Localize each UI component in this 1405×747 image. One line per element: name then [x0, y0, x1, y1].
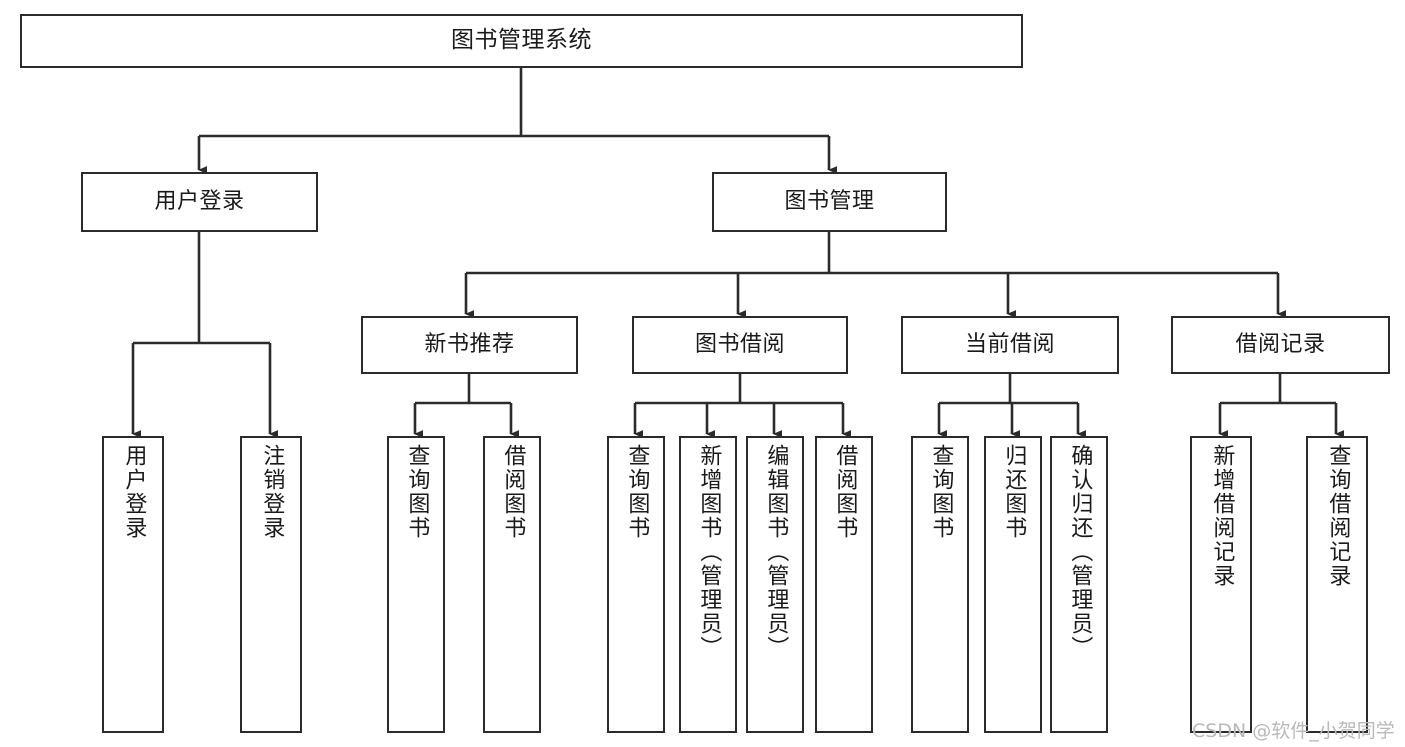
node-borrow-record[interactable]: 借阅记录 [1171, 316, 1390, 374]
node-leaf-return-book[interactable]: 归还图书 [984, 436, 1042, 733]
node-label: 图书管理 [784, 188, 875, 214]
node-leaf-query-book-2[interactable]: 查询图书 [607, 436, 665, 733]
node-leaf-borrow-book-2[interactable]: 借阅图书 [815, 436, 873, 733]
node-leaf-borrow-book-1[interactable]: 借阅图书 [483, 436, 541, 733]
node-leaf-query-book-3[interactable]: 查询图书 [911, 436, 969, 733]
node-label: 图书借阅 [694, 331, 785, 357]
node-label: 用户登录 [154, 188, 245, 214]
node-current-borrow[interactable]: 当前借阅 [901, 316, 1119, 374]
node-label: 用户登录 [121, 444, 147, 540]
node-label: 确认归还（管理员） [1067, 444, 1093, 660]
node-label: 查询图书 [624, 444, 650, 540]
node-label: 编辑图书（管理员） [763, 444, 789, 660]
node-new-book-rec[interactable]: 新书推荐 [361, 316, 578, 374]
node-leaf-add-book[interactable]: 新增图书（管理员） [679, 436, 737, 733]
node-label: 图书管理系统 [451, 27, 592, 54]
node-label: 借阅图书 [832, 444, 858, 540]
node-leaf-query-record[interactable]: 查询借阅记录 [1306, 436, 1368, 733]
node-label: 查询图书 [404, 444, 430, 540]
node-label: 借阅记录 [1235, 331, 1326, 357]
node-leaf-user-login[interactable]: 用户登录 [102, 436, 164, 733]
node-leaf-add-record[interactable]: 新增借阅记录 [1190, 436, 1252, 733]
node-leaf-query-book-1[interactable]: 查询图书 [387, 436, 445, 733]
node-label: 查询图书 [928, 444, 954, 540]
edges-group [131, 68, 1344, 438]
node-label: 借阅图书 [500, 444, 526, 540]
node-user-login[interactable]: 用户登录 [81, 172, 318, 232]
node-book-manage[interactable]: 图书管理 [712, 172, 947, 232]
node-label: 注销登录 [259, 444, 285, 540]
node-root-book-management-system[interactable]: 图书管理系统 [20, 14, 1023, 68]
node-label: 查询借阅记录 [1325, 444, 1351, 588]
node-book-borrow[interactable]: 图书借阅 [632, 316, 848, 374]
node-label: 新增借阅记录 [1209, 444, 1235, 588]
node-label: 新书推荐 [424, 331, 515, 357]
node-leaf-user-logout[interactable]: 注销登录 [240, 436, 302, 733]
node-leaf-confirm-return[interactable]: 确认归还（管理员） [1050, 436, 1108, 733]
csdn-watermark: CSDN @软件_小贺同学 [1192, 720, 1395, 742]
node-leaf-edit-book[interactable]: 编辑图书（管理员） [746, 436, 804, 733]
node-label: 新增图书（管理员） [696, 444, 722, 660]
node-label: 归还图书 [1001, 444, 1027, 540]
node-label: 当前借阅 [964, 331, 1055, 357]
